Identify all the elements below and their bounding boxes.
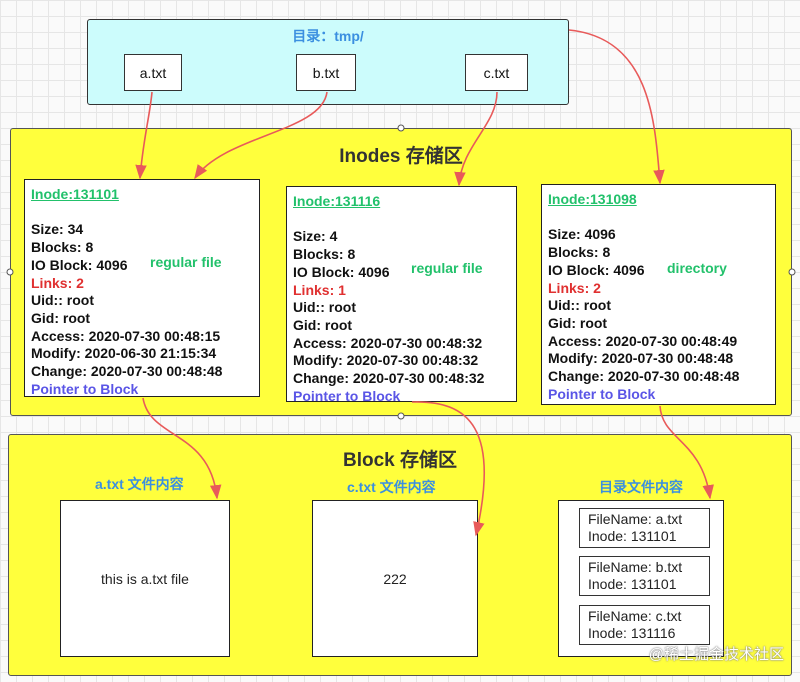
inode-access: Access: 2020-07-30 00:48:15	[31, 327, 221, 344]
dir-content-entry: FileName: b.txt Inode: 131101	[579, 556, 710, 596]
inode-modify: Modify: 2020-06-30 21:15:34	[31, 345, 217, 362]
inode-modify: Modify: 2020-07-30 00:48:48	[548, 350, 734, 367]
inode-uid: Uid:: root	[31, 292, 94, 309]
inode-links: Links: 2	[31, 274, 84, 291]
inode-blocks: Blocks: 8	[293, 246, 356, 263]
block-label-c-txt: c.txt 文件内容	[347, 479, 436, 495]
block-label-directory: 目录文件内容	[599, 479, 683, 495]
dir-entry-c-txt: c.txt	[465, 54, 528, 91]
inode-io-block: IO Block: 4096	[548, 261, 645, 278]
inode-gid: Gid: root	[31, 309, 91, 326]
block-label-a-txt: a.txt 文件内容	[95, 476, 184, 492]
inode-access: Access: 2020-07-30 00:48:32	[293, 334, 483, 351]
inode-size: Size: 34	[31, 221, 84, 238]
entry-filename: FileName: c.txt	[588, 608, 682, 624]
inode-blocks: Blocks: 8	[31, 239, 94, 256]
entry-inode: Inode: 131116	[588, 625, 676, 641]
inode-pointer-to-block: Pointer to Block	[293, 387, 401, 404]
inode-size: Size: 4	[293, 228, 338, 245]
inode-links: Links: 1	[293, 281, 346, 298]
inode-change: Change: 2020-07-30 00:48:32	[293, 370, 485, 387]
blocks-region-title: Block 存储区	[342, 450, 458, 471]
inode-uid: Uid:: root	[548, 297, 611, 314]
inode-pointer-to-block: Pointer to Block	[31, 380, 139, 397]
inode-id: Inode:131098	[548, 191, 637, 207]
inode-id: Inode:131101	[31, 186, 119, 202]
entry-filename: FileName: b.txt	[588, 559, 683, 575]
inode-card-131116: Inode:131116 Size: 4 Blocks: 8 IO Block:…	[286, 186, 517, 404]
inode-uid: Uid:: root	[293, 299, 356, 316]
dir-content-entry: FileName: a.txt Inode: 131101	[579, 508, 710, 548]
inode-io-block: IO Block: 4096	[293, 263, 390, 280]
watermark: @稀土掘金技术社区	[648, 646, 784, 663]
directory-title: 目录：tmp/	[292, 28, 364, 44]
inode-card-131098: Inode:131098 Size: 4096 Blocks: 8 IO Blo…	[541, 184, 776, 405]
inode-card-131101: Inode:131101 Size: 34 Blocks: 8 IO Block…	[24, 179, 260, 397]
inodes-region-title: Inodes 存储区	[339, 146, 463, 167]
block-content: 222	[383, 570, 407, 587]
inode-links: Links: 2	[548, 279, 601, 296]
block-content: this is a.txt file	[101, 570, 189, 587]
dir-entry-b-txt: b.txt	[296, 54, 356, 91]
inode-change: Change: 2020-07-30 00:48:48	[548, 368, 740, 385]
block-c-txt: 222	[312, 500, 478, 657]
dir-content-entry: FileName: c.txt Inode: 131116	[579, 605, 710, 645]
entry-filename: FileName: a.txt	[588, 511, 683, 527]
inode-blocks: Blocks: 8	[548, 244, 611, 261]
inode-id: Inode:131116	[293, 193, 381, 209]
inode-io-block: IO Block: 4096	[31, 256, 128, 273]
inode-gid: Gid: root	[548, 314, 608, 331]
dir-entry-a-txt: a.txt	[124, 54, 182, 91]
entry-inode: Inode: 131101	[588, 528, 677, 544]
inode-change: Change: 2020-07-30 00:48:48	[31, 363, 223, 380]
inode-access: Access: 2020-07-30 00:48:49	[548, 332, 738, 349]
inode-pointer-to-block: Pointer to Block	[548, 385, 656, 402]
entry-inode: Inode: 131101	[588, 576, 677, 592]
inode-gid: Gid: root	[293, 316, 353, 333]
inode-file-type: regular file	[150, 254, 222, 270]
inode-size: Size: 4096	[548, 226, 616, 243]
block-a-txt: this is a.txt file	[60, 500, 230, 657]
inode-file-type: regular file	[411, 260, 483, 276]
inode-file-type: directory	[667, 260, 727, 276]
inode-modify: Modify: 2020-07-30 00:48:32	[293, 352, 479, 369]
